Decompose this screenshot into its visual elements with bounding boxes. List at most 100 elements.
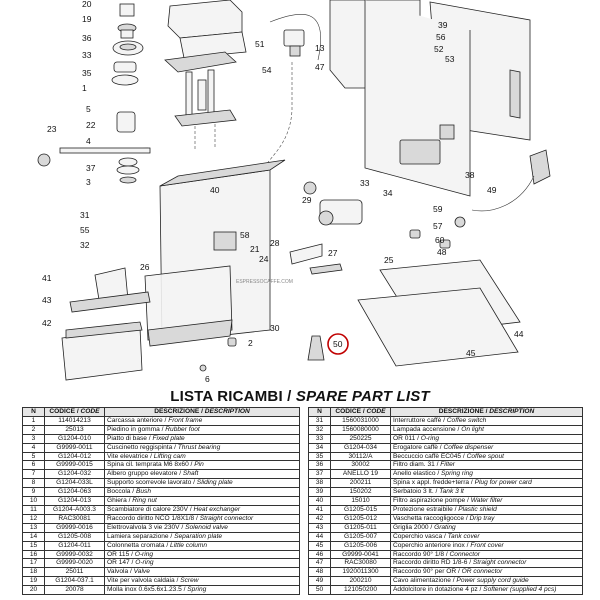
callout-50: 50 xyxy=(333,339,343,349)
part-number: 9 xyxy=(22,487,45,498)
spare-part-table-right: N CODICE / CODE DESCRIZIONE / DESCRIPTIO… xyxy=(308,407,583,596)
part-description: Cavo alimentazione / Power supply cord g… xyxy=(390,576,583,587)
callout-31: 31 xyxy=(80,210,90,220)
table-header: N CODICE / CODE DESCRIZIONE / DESCRIPTIO… xyxy=(22,407,300,417)
part-description: Piatto di base / Fixed plate xyxy=(104,433,300,444)
part-description: Interruttore caffè / Coffee switch xyxy=(390,415,583,426)
part-description: Elettrovalvola 3 vie 230V / Solenoid val… xyxy=(104,522,300,533)
part-code: G9999-0041 xyxy=(330,549,391,560)
part-number: 41 xyxy=(308,504,331,515)
part-code: 200211 xyxy=(330,478,391,489)
part-code: 25011 xyxy=(44,567,105,578)
part-number: 15 xyxy=(22,540,45,551)
callout-33: 33 xyxy=(82,50,92,60)
callout-27: 27 xyxy=(328,248,338,258)
part-description: Raccordo diritto NCO 1/8X1/8 / Straight … xyxy=(104,513,300,524)
callout-42: 42 xyxy=(42,318,52,328)
watermark-text: ESPRESSOCAFFE.COM xyxy=(236,279,293,285)
front-frame xyxy=(144,159,286,347)
callout-60: 60 xyxy=(435,235,445,245)
part-number: 33 xyxy=(308,433,331,444)
part-number: 34 xyxy=(308,442,331,453)
part-code: G1204-010 xyxy=(44,433,105,444)
col-description: DESCRIZIONE / DESCRIPTION xyxy=(390,407,583,417)
callout-52: 52 xyxy=(434,44,444,54)
part-description: Boccola / Bush xyxy=(104,487,300,498)
part-number: 4 xyxy=(22,442,45,453)
part-number: 49 xyxy=(308,576,331,587)
callout-22: 22 xyxy=(86,120,96,130)
exploded-parts-diagram: 2019363335152223437331553226414342263058… xyxy=(37,0,551,384)
part-code: G9999-0020 xyxy=(44,558,105,569)
part-code: G1205-012 xyxy=(330,513,391,524)
left-stack-parts xyxy=(37,3,151,184)
col-code: CODICE / CODE xyxy=(330,407,391,417)
part-number: 50 xyxy=(308,585,331,596)
part-description: Serbatoio 3 lt. / Tank 3 lt xyxy=(390,487,583,498)
part-number: 3 xyxy=(22,433,45,444)
callout-39: 39 xyxy=(438,20,448,30)
callout-37: 37 xyxy=(86,163,96,173)
part-number: 35 xyxy=(308,451,331,462)
part-code: 200210 xyxy=(330,576,391,587)
part-number: 45 xyxy=(308,540,331,551)
part-number: 38 xyxy=(308,478,331,489)
part-description: Molla inox 0.6x5.6x1.23.5 / Spring xyxy=(104,585,300,596)
callout-54: 54 xyxy=(262,65,272,75)
col-n: N xyxy=(308,407,331,417)
part-description: Vaschetta raccogligocce / Drip tray xyxy=(390,513,583,524)
part-number: 6 xyxy=(22,460,45,471)
callout-32: 32 xyxy=(80,240,90,250)
drip-tray-parts xyxy=(61,267,151,381)
callout-56: 56 xyxy=(436,32,446,42)
callout-40: 40 xyxy=(210,185,220,195)
part-code: G1204-037.1 xyxy=(44,576,105,587)
part-number: 14 xyxy=(22,531,45,542)
part-code: 1560080000 xyxy=(330,424,391,435)
part-code: G1204-033L xyxy=(44,478,105,489)
part-number: 8 xyxy=(22,478,45,489)
part-code: G1205-007 xyxy=(330,531,391,542)
callout-53: 53 xyxy=(445,54,455,64)
part-code: G1204-A003.3 xyxy=(44,504,105,515)
part-description: Erogatore caffè / Coffee dispenser xyxy=(390,442,583,453)
callout-25: 25 xyxy=(384,255,394,265)
part-code: 25013 xyxy=(44,424,105,435)
part-number: 36 xyxy=(308,460,331,471)
solenoid-valve xyxy=(264,13,321,173)
part-description: Lampada accensione / On light xyxy=(390,424,583,435)
callout-43: 43 xyxy=(42,295,52,305)
part-code: G1204-013 xyxy=(44,496,105,506)
part-description: Anello elastico / Spring ring xyxy=(390,469,583,480)
group-head-assembly xyxy=(164,0,247,150)
callout-1: 1 xyxy=(82,83,87,93)
col-n: N xyxy=(22,407,45,417)
part-code: G9999-0015 xyxy=(44,460,105,471)
callout-21: 21 xyxy=(250,244,260,254)
callout-13: 13 xyxy=(315,43,325,53)
part-code: 150202 xyxy=(330,487,391,498)
part-description: Albero gruppo elevatore / Shaft xyxy=(104,469,300,480)
part-code: G1205-011 xyxy=(330,522,391,533)
part-description: Carcassa anteriore / Front frame xyxy=(104,415,300,426)
part-number: 42 xyxy=(308,513,331,524)
callout-20: 20 xyxy=(82,0,92,9)
callout-34: 34 xyxy=(383,188,393,198)
